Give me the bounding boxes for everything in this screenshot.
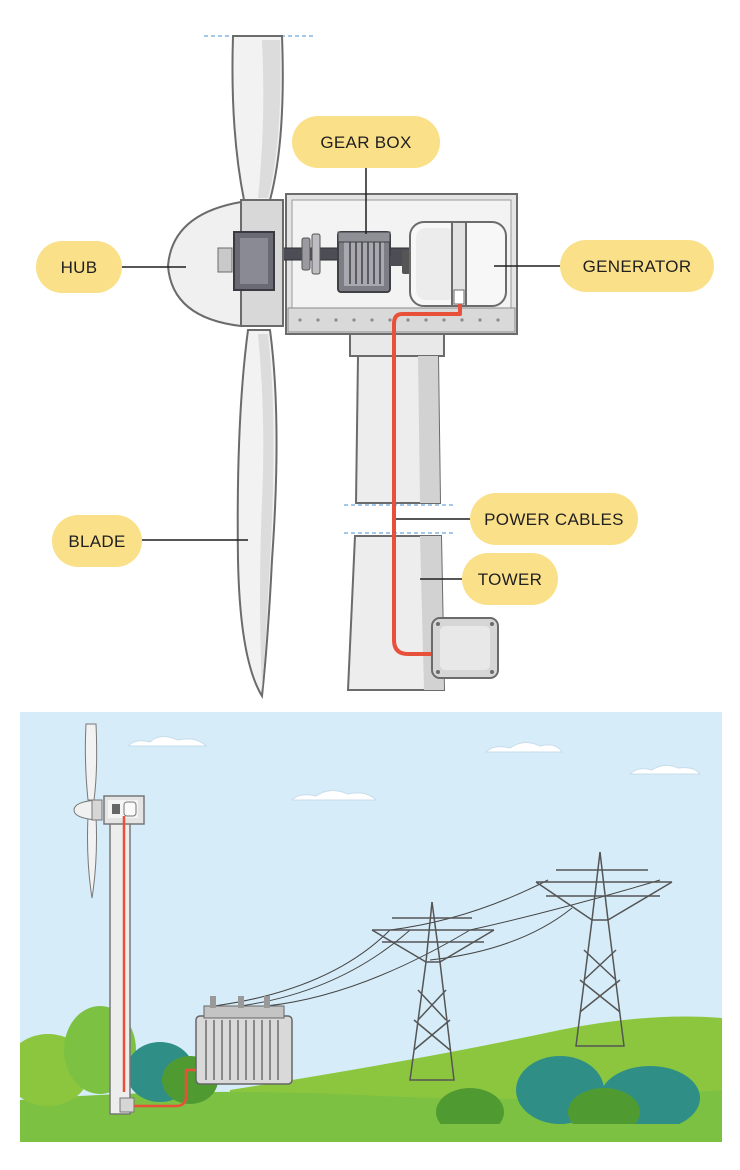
cloud-1 [126, 736, 208, 747]
nacelle [274, 193, 518, 335]
label-hub-text: HUB [61, 258, 98, 277]
cloud-2 [290, 790, 378, 801]
tower-upper-shade [418, 356, 440, 503]
clouds [126, 736, 702, 801]
power-cable [392, 304, 462, 656]
hub-spinner-cap [217, 247, 233, 273]
pylon-near [371, 901, 495, 1081]
label-blade-text: BLADE [68, 532, 125, 551]
overhead-lines [213, 879, 661, 1007]
turbine-detail: GEAR BOX HUB GENERATOR POWER CABLES BLAD… [36, 35, 714, 700]
ground-strip [20, 1124, 722, 1142]
hub [166, 199, 284, 328]
generator [409, 221, 507, 307]
landscape-scene [20, 712, 722, 1142]
shaft-coupling-2 [311, 233, 321, 275]
gearbox-output-shaft [390, 256, 412, 266]
gearbox [337, 231, 391, 293]
label-hub: HUB [36, 241, 122, 293]
cloud-3 [484, 742, 563, 753]
label-tower-text: TOWER [478, 570, 542, 589]
label-pointers [118, 166, 560, 580]
nacelle-rivets [298, 318, 500, 322]
cloud-4 [628, 764, 702, 775]
tower-neck [349, 333, 445, 357]
label-tower: TOWER [462, 553, 558, 605]
rotor-blades [231, 35, 284, 700]
label-power-cables: POWER CABLES [470, 493, 638, 545]
blade-upper-shade [258, 40, 281, 198]
label-blade: BLADE [52, 515, 142, 567]
shaft-coupling-1 [301, 237, 311, 271]
pylon-far [535, 851, 673, 1047]
spinner-cone [166, 200, 242, 328]
small-wind-turbine [73, 723, 196, 1115]
label-generator-text: GENERATOR [583, 257, 692, 276]
blade-lower-shade [258, 334, 274, 690]
label-power-cables-text: POWER CABLES [484, 510, 624, 529]
junction-box [431, 617, 499, 679]
generator-coupling [402, 250, 410, 274]
label-gearbox: GEAR BOX [292, 116, 440, 168]
transformer [195, 996, 293, 1085]
label-gearbox-text: GEAR BOX [320, 133, 411, 152]
nacelle-base-strip [287, 307, 516, 333]
label-generator: GENERATOR [560, 240, 714, 292]
